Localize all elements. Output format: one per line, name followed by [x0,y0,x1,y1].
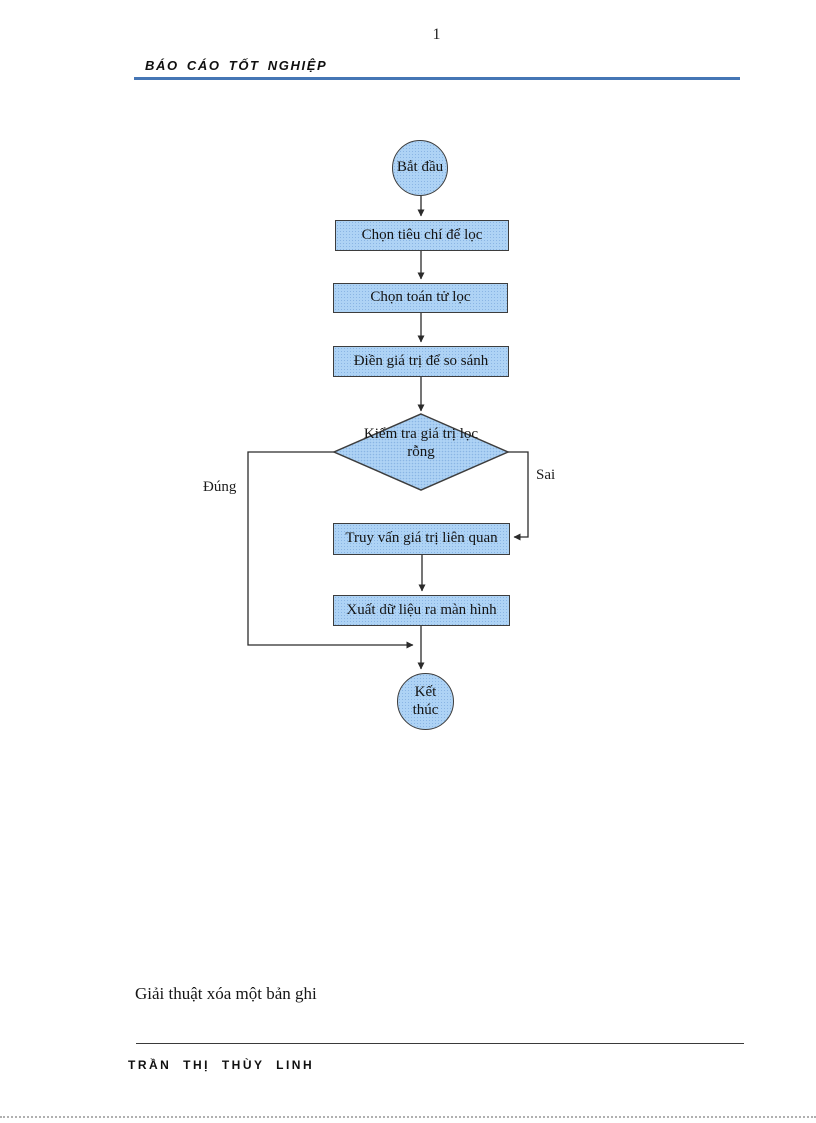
process-step4-label: Truy vấn giá trị liên quan [345,530,498,547]
flowchart-process-step1: Chọn tiêu chí để lọc [335,220,509,251]
flowchart-start-node: Bắt đầu [392,140,448,196]
header-rule [134,77,740,80]
flowchart-end-node: Kết thúc [397,673,454,730]
connector-branch-false [508,451,529,541]
process-step5-label: Xuất dữ liệu ra màn hình [346,601,497,618]
start-node-label: Bắt đầu [396,159,444,176]
footer-rule [136,1043,744,1044]
report-header-title: BÁO CÁO TỐT NGHIỆP [145,58,328,73]
flowchart-process-step3: Điền giá trị để so sánh [333,346,509,377]
decision-label-line1: Kiểm tra giá trị lọc [363,426,479,442]
branch-label-false: Sai [536,467,556,483]
flowchart-process-step2: Chọn toán tử lọc [333,283,508,313]
footer-author: TRẦN THỊ THÙY LINH [128,1058,315,1072]
page-boundary-dots [0,1116,816,1118]
process-step1-label: Chọn tiêu chí để lọc [361,226,483,243]
flowchart-process-step5: Xuất dữ liệu ra màn hình [333,595,510,626]
flowchart-process-step4: Truy vấn giá trị liên quan [333,523,510,555]
process-step2-label: Chọn toán tử lọc [370,289,471,306]
flowchart-decision-node: Kiểm tra giá trị lọc rỗng [336,425,506,461]
decision-label-line2: rỗng [407,444,435,460]
figure-caption: Giải thuật xóa một bản ghi [135,984,317,1003]
page-number: 1 [432,26,441,43]
end-node-label-line2: thúc [412,701,439,718]
branch-label-true: Đúng [203,479,237,495]
process-step3-label: Điền giá trị để so sánh [353,352,489,369]
end-node-label-line1: Kết [414,684,437,701]
